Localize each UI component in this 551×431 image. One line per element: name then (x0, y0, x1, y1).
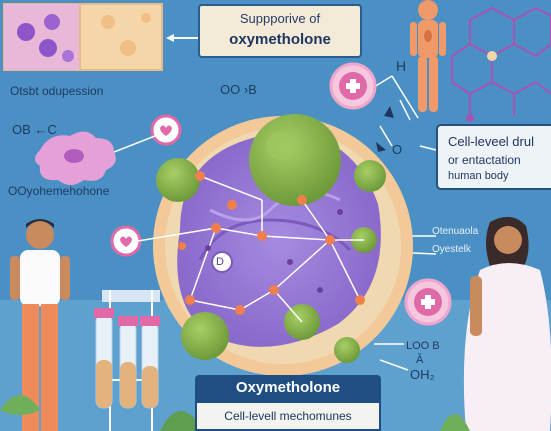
formula-line-1: LOO B (406, 340, 440, 352)
label-o: O (392, 142, 403, 157)
caption-top-left: Otsbt odupession (10, 84, 104, 98)
info-card: Cell-leveel drul or entactation human bo… (436, 124, 551, 190)
label-small-1: Otenuaola (432, 226, 479, 237)
title-subtitle: Suppporive of (239, 11, 321, 26)
footer-card: Oxymetholone Cell-levell mechomunes (195, 375, 381, 431)
label-small-2: Oyestelk (432, 244, 471, 255)
title-heading: oxymetholone (229, 31, 331, 48)
formula-line-3: OH₂ (410, 367, 435, 382)
label-d: D (216, 256, 224, 268)
formula-line-2: Ă (416, 354, 424, 366)
label-oo-b: OO ›B (220, 82, 257, 97)
footer-title: Oxymetholone (235, 379, 341, 396)
footer-subtitle-bar: Cell-levell mechomunes (195, 401, 381, 431)
info-card-line-1: Cell-leveel drul (448, 134, 534, 149)
title-card: Suppporive of oxymetholone (198, 4, 362, 58)
label-h: H (396, 58, 407, 74)
footer-title-bar: Oxymetholone (195, 375, 381, 401)
label-left-name: OOyohemehohone (8, 184, 110, 198)
footer-subtitle: Cell-levell mechomunes (224, 409, 352, 423)
info-card-line-2: or entactation (448, 153, 521, 167)
label-ob-c: OB ←C (12, 122, 57, 137)
info-card-line-3: human body (448, 170, 509, 182)
